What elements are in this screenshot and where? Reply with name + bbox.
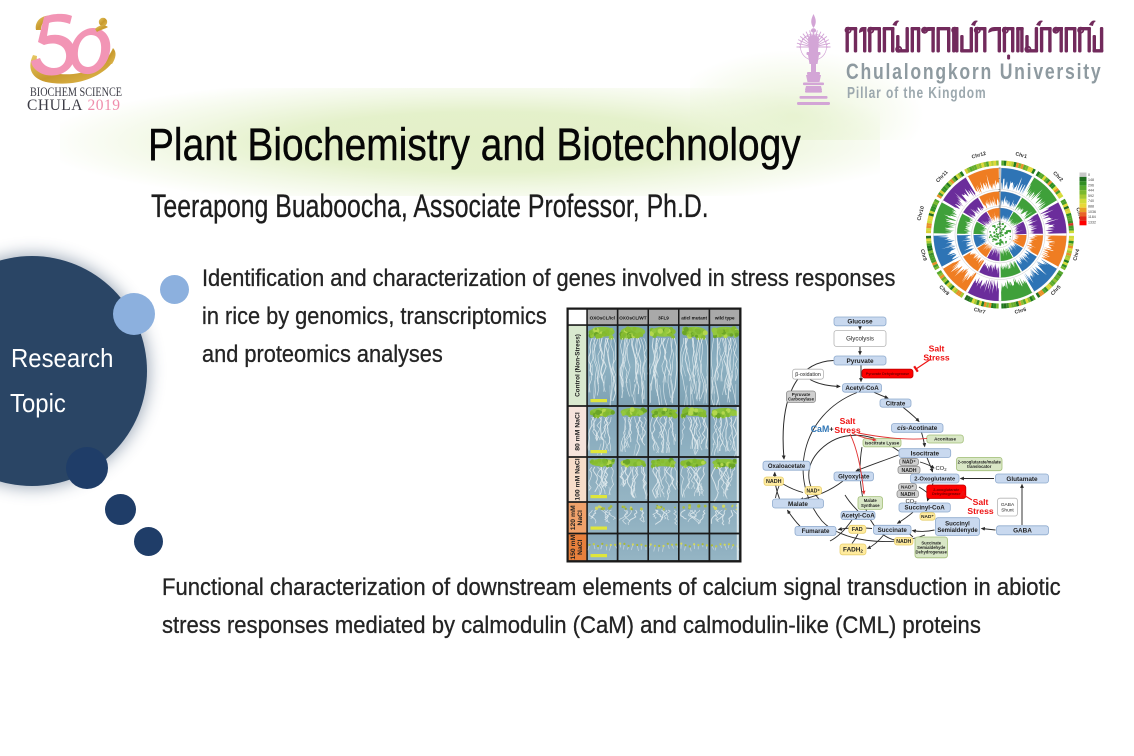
- svg-text:Stress: Stress: [967, 506, 993, 516]
- svg-text:Glutamate: Glutamate: [1006, 476, 1038, 483]
- svg-text:Glycolysis: Glycolysis: [846, 336, 874, 343]
- svg-text:Aconitase: Aconitase: [934, 437, 956, 442]
- svg-text:Control (Non-Stress): Control (Non-Stress): [575, 334, 582, 397]
- svg-text:Salt: Salt: [929, 344, 945, 354]
- svg-text:Dehydrogenase: Dehydrogenase: [932, 492, 961, 496]
- svg-text:150 mM: 150 mM: [570, 534, 577, 559]
- svg-text:NADH: NADH: [902, 468, 917, 474]
- svg-text:Chr1: Chr1: [1015, 151, 1028, 160]
- svg-text:Shunt: Shunt: [1001, 507, 1014, 513]
- svg-text:Fumarate: Fumarate: [802, 528, 830, 535]
- svg-text:0: 0: [1088, 173, 1090, 177]
- svg-text:CHULA: CHULA: [27, 97, 83, 114]
- svg-text:GABA: GABA: [1013, 528, 1032, 535]
- svg-text:NAD⁺: NAD⁺: [921, 514, 934, 519]
- svg-text:Chr6: Chr6: [1014, 307, 1027, 316]
- svg-text:296: 296: [1088, 183, 1094, 187]
- svg-text:888: 888: [1088, 205, 1094, 209]
- svg-text:Chr9: Chr9: [919, 249, 928, 262]
- svg-text:Citrate: Citrate: [886, 400, 906, 407]
- svg-text:+: +: [829, 425, 834, 434]
- svg-text:2-oxoglutarate: 2-oxoglutarate: [933, 488, 959, 492]
- svg-text:Oxaloacetate: Oxaloacetate: [768, 464, 806, 470]
- svg-text:wild type: wild type: [714, 316, 735, 321]
- svg-text:Dehydrogenase: Dehydrogenase: [916, 549, 948, 554]
- svg-text:Succinyl-CoA: Succinyl-CoA: [905, 505, 946, 512]
- svg-text:592: 592: [1088, 194, 1094, 198]
- svg-text:100 mM NaCl: 100 mM NaCl: [575, 458, 582, 500]
- svg-text:Chr12: Chr12: [971, 151, 987, 161]
- svg-text:Chr4: Chr4: [1072, 248, 1081, 261]
- svg-text:Glucose: Glucose: [847, 319, 873, 326]
- svg-text:OXOsCL/WT: OXOsCL/WT: [619, 316, 647, 321]
- svg-text:Isocitrate: Isocitrate: [911, 450, 940, 457]
- svg-text:BIOCHEM SCIENCE: BIOCHEM SCIENCE: [30, 85, 122, 99]
- svg-text:NaCl: NaCl: [577, 539, 584, 555]
- svg-text:148: 148: [1088, 178, 1094, 182]
- svg-text:Succinate: Succinate: [878, 527, 908, 534]
- svg-text:Salt: Salt: [973, 497, 989, 507]
- svg-text:Pyruvate Dehydrogenase: Pyruvate Dehydrogenase: [866, 372, 909, 376]
- svg-text:1184: 1184: [1088, 215, 1096, 219]
- svg-text:Semialdehyde: Semialdehyde: [917, 545, 946, 550]
- svg-text:Stress: Stress: [923, 352, 949, 362]
- svg-text:NAD⁺: NAD⁺: [902, 460, 916, 466]
- svg-text:Chr10: Chr10: [916, 205, 926, 221]
- svg-text:Chr11: Chr11: [935, 170, 950, 185]
- svg-text:Semialdenyde: Semialdenyde: [937, 528, 978, 534]
- svg-text:NADH: NADH: [896, 539, 911, 545]
- svg-text:NaCl: NaCl: [577, 510, 584, 526]
- svg-text:Chr7: Chr7: [973, 307, 986, 316]
- svg-text:GABA: GABA: [1001, 502, 1015, 508]
- svg-text:Succinate: Succinate: [921, 540, 941, 545]
- svg-text:CO2: CO2: [906, 499, 918, 505]
- svg-text:740: 740: [1088, 199, 1094, 203]
- svg-text:OXOsCL/icl: OXOsCL/icl: [590, 316, 615, 321]
- svg-text:Pyruvate: Pyruvate: [847, 358, 874, 365]
- svg-text:FAD: FAD: [852, 527, 863, 533]
- svg-text:120 mM: 120 mM: [570, 505, 577, 530]
- svg-text:Pyruvate: Pyruvate: [792, 392, 811, 397]
- svg-text:Succinyl: Succinyl: [945, 522, 970, 528]
- svg-text:80 mM NaCl: 80 mM NaCl: [575, 412, 582, 451]
- svg-text:2019: 2019: [88, 97, 121, 114]
- svg-text:NADH: NADH: [766, 479, 782, 485]
- svg-text:NAD⁺: NAD⁺: [807, 488, 821, 494]
- svg-text:CO2: CO2: [936, 466, 948, 472]
- svg-text:NAD⁺: NAD⁺: [901, 485, 914, 491]
- svg-text:3FL9: 3FL9: [658, 316, 669, 321]
- svg-text:Malate: Malate: [788, 501, 808, 508]
- svg-text:Glyoxylate: Glyoxylate: [838, 474, 870, 481]
- svg-text:2-Oxoglutarate: 2-Oxoglutarate: [914, 477, 956, 483]
- svg-text:Carboxylase: Carboxylase: [788, 397, 815, 402]
- svg-text:Malate: Malate: [864, 498, 878, 503]
- svg-text:Stress: Stress: [834, 425, 860, 435]
- svg-text:cis-Acotinate: cis-Acotinate: [897, 425, 938, 432]
- svg-text:Chr3: Chr3: [1074, 207, 1083, 220]
- svg-text:Salt: Salt: [840, 416, 856, 426]
- svg-text:Acetyl-CoA: Acetyl-CoA: [841, 513, 875, 520]
- svg-text:Acetyl-CoA: Acetyl-CoA: [845, 385, 879, 392]
- svg-text:Synthase: Synthase: [861, 503, 880, 508]
- svg-text:444: 444: [1088, 189, 1094, 193]
- svg-text:NADH: NADH: [901, 492, 916, 498]
- svg-text:Isocitrate Lyase: Isocitrate Lyase: [865, 440, 900, 445]
- svg-text:Chr2: Chr2: [1051, 171, 1064, 184]
- svg-text:aticl mutant: aticl mutant: [681, 316, 707, 321]
- svg-text:CaM: CaM: [811, 424, 830, 434]
- svg-text:translocator: translocator: [967, 464, 992, 469]
- svg-text:1036: 1036: [1088, 210, 1096, 214]
- svg-text:2-oxoglutarate/malate: 2-oxoglutarate/malate: [958, 459, 1002, 464]
- svg-text:FADH2: FADH2: [843, 547, 863, 554]
- svg-text:β-oxidation: β-oxidation: [795, 372, 821, 378]
- svg-text:1332: 1332: [1088, 220, 1096, 224]
